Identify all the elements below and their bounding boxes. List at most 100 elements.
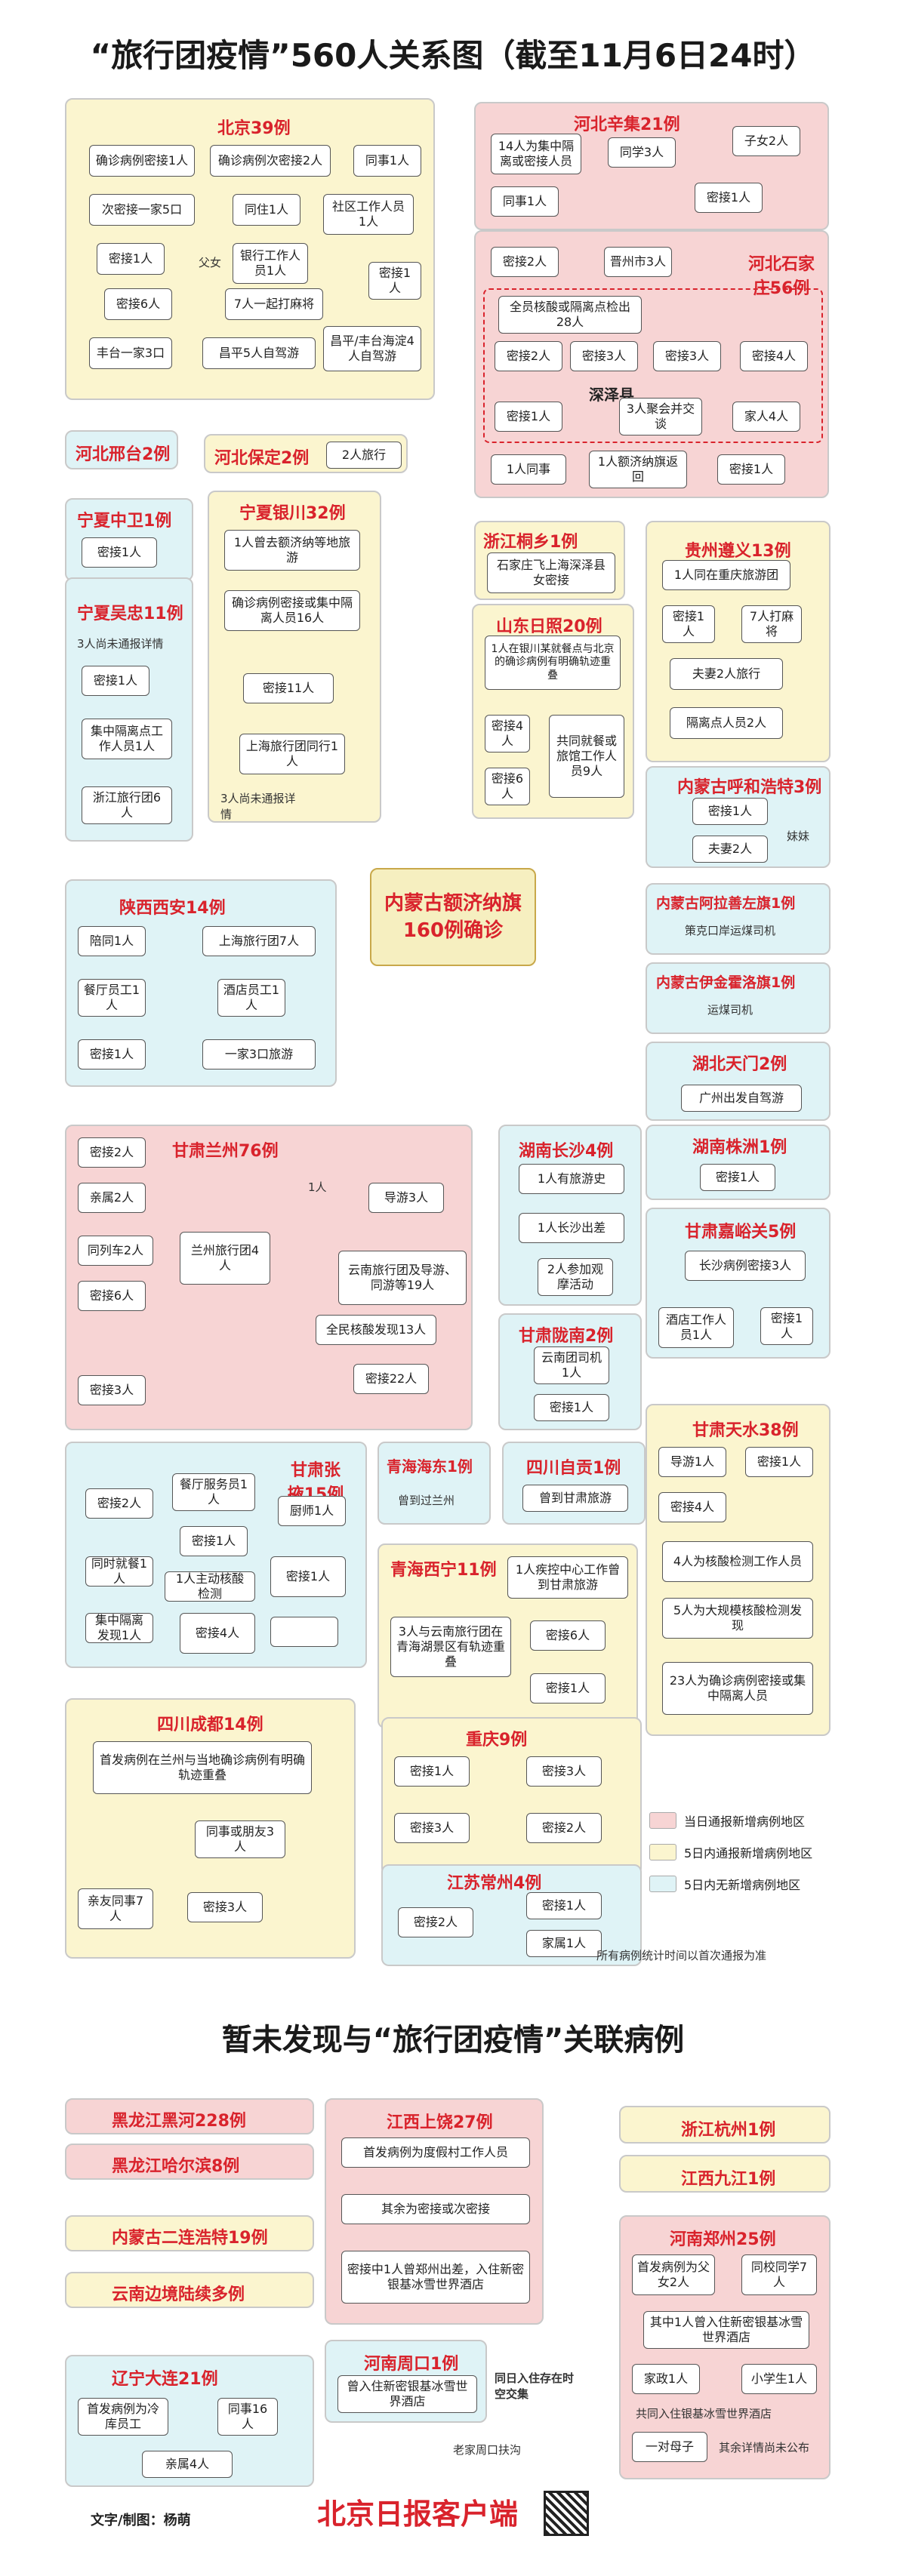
panel-title: 四川成都14例 [157,1716,263,1734]
legend-note: 所有病例统计时间以首次通报为准 [596,1949,767,1962]
note: 策克口岸运煤司机 [685,924,776,937]
node: 密接1人 [97,243,165,275]
note: 3人尚未通报详情 [77,637,164,651]
node: 子女2人 [732,126,800,156]
node: 餐厅员工1人 [78,979,146,1017]
legend: 当日通报新增病例地区 5日内通报新增病例地区 5日内无新增病例地区 [649,1811,812,1907]
node: 密接3人 [570,341,638,371]
node: 其中1人曾入住新密银基冰雪世界酒店 [643,2311,809,2349]
node: 密接3人 [78,1375,146,1405]
panel-title: 河北辛集21例 [574,115,680,134]
panel-title: 黑龙江哈尔滨8例 [112,2157,240,2176]
node: 1人曾去额济纳等地旅游 [224,530,360,571]
node: 夫妻2人旅行 [670,658,783,690]
panel-title: 贵州遵义13例 [685,542,791,561]
node: 隔离点人员2人 [670,707,783,739]
section-title: 暂未发现与“旅行团疫情”关联病例 [221,2023,685,2057]
panel-sichuan-chengdu: 四川成都14例 首发病例在兰州与当地确诊病例有明确轨迹重叠 同事或朋友3人 亲友… [65,1698,356,1959]
node: 其余为密接或次密接 [341,2194,530,2224]
panel-title: 四川自贡1例 [526,1459,621,1478]
node: 银行工作人员1人 [233,243,308,284]
node: 密接4人 [740,341,808,371]
panel-chongqing: 重庆9例 密接1人 密接3人 密接3人 密接2人 [381,1717,642,1876]
panel-title: 甘肃兰州76例 [172,1142,279,1161]
node: 同学3人 [608,137,676,168]
panel-shandong-rizhao: 山东日照20例 1人在银川某就餐点与北京的确诊病例有明确轨迹重叠 密接4人 共同… [472,604,634,819]
node: 确诊病例密接或集中隔离人员16人 [224,590,360,631]
brand-logo: 北京日报客户端 [317,2498,519,2531]
node: 夫妻2人 [692,836,768,863]
panel-qinghai-xining: 青海西宁11例 1人疾控中心工作曾到甘肃旅游 3人与云南旅行团在青海湖景区有轨迹… [378,1543,638,1728]
node: 集中隔离点工作人员1人 [82,719,172,759]
node: 晋州市3人 [604,247,672,277]
node: 密接1人 [78,1039,146,1069]
node: 23人为确诊病例密接或集中隔离人员 [662,1662,813,1715]
panel-title: 陕西西安14例 [119,899,226,918]
panel-title: 内蒙古伊金霍洛旗1例 [656,974,796,991]
node: 密接1人 [695,183,763,213]
qr-code-icon [544,2491,589,2536]
node: 密接4人 [180,1613,255,1654]
node: 密接2人 [495,341,562,371]
note: 老家周口扶沟 [453,2443,522,2457]
node: 密接1人 [717,454,785,485]
panel-ningxia-wuzhong: 宁夏吴忠11例 3人尚未通报详情 密接1人 集中隔离点工作人员1人 浙江旅行团6… [65,577,193,842]
node: 1人额济纳旗返回 [589,451,687,488]
panel-hebei-shijiazhuang: 河北石家庄56例 密接2人 晋州市3人 全员核酸或隔离点检出28人 密接2人 密… [474,230,829,498]
node: 1人有旅游史 [519,1164,624,1194]
panel-title: 甘肃嘉峪关5例 [685,1223,797,1242]
node: 首发病例为父女2人 [632,2254,715,2295]
node: 一家3口旅游 [202,1039,316,1069]
node: 一对母子 [632,2432,707,2462]
node: 密接6人 [104,288,172,320]
node: 密接1人 [180,1526,248,1556]
page-title: “旅行团疫情”560人关系图（截至11月6日24时） [90,37,816,74]
panel-hubei: 湖北天门2例 广州出发自驾游 [646,1042,830,1121]
panel-ningxia-zhongwei: 宁夏中卫1例 密接1人 [65,498,193,581]
node: 同校同学7人 [741,2254,817,2295]
node: 昌平/丰台海淀4人自驾游 [323,326,421,371]
node: 密接1人 [82,537,157,568]
node: 4人为核酸检测工作人员 [662,1541,813,1582]
node: 密接2人 [85,1488,153,1519]
node: 导游3人 [368,1183,444,1213]
node: 同列车2人 [78,1236,153,1266]
panel-title: 云南边境陆续多例 [112,2285,245,2304]
node: 上海旅行团7人 [202,926,316,956]
node: 家政1人 [632,2364,700,2394]
node: 密接1人 [394,1756,470,1787]
node: 云南旅行团及导游、同游等19人 [338,1251,467,1305]
panel-sichuan-zigong: 四川自贡1例 曾到甘肃旅游 [502,1442,646,1525]
node: 密接6人 [78,1281,146,1311]
panel-title: 湖南长沙4例 [519,1142,614,1161]
panel-henan-zhengzhou: 河南郑州25例 首发病例为父女2人 同校同学7人 其中1人曾入住新密银基冰雪世界… [619,2215,830,2479]
panel-hebei-xinji: 河北辛集21例 14人为集中隔离或密接人员 同学3人 子女2人 同事1人 密接1… [474,102,829,230]
node: 密接1人 [692,798,768,825]
node: 1人同在重庆旅游团 [662,560,790,590]
node: 2人参加观摩活动 [538,1258,613,1296]
note: 运煤司机 [707,1003,753,1017]
panel-gansu-lanzhou: 甘肃兰州76例 密接2人 亲属2人 同列车2人 密接6人 密接3人 兰州旅行团4… [65,1125,473,1430]
node: 密接22人 [353,1364,429,1394]
panel-beijing: 北京39例 确诊病例密接1人 确诊病例次密接2人 同事1人 次密接一家5口 同住… [65,98,435,400]
node [270,1617,338,1647]
edge-label: 父女 [199,256,222,269]
panel-title: 甘肃陇南2例 [519,1327,614,1346]
node: 密接2人 [491,247,559,277]
panel-heilongjiang-heihe: 黑龙江黑河228例 [65,2098,314,2134]
panel-nm-erlian: 内蒙古二连浩特19例 [65,2215,314,2251]
panel-jiangxi-jiujiang: 江西九江1例 [619,2155,830,2193]
panel-ejin-horo: 内蒙古伊金霍洛旗1例 运煤司机 [646,962,830,1034]
node: 密接1人 [662,605,715,643]
node: 确诊病例密接1人 [89,145,195,177]
node: 酒店工作人员1人 [658,1307,734,1348]
note: 3人尚未通报详情 [220,792,296,821]
shenze-region [483,288,823,443]
panel-zhejiang-hangzhou: 浙江杭州1例 [619,2106,830,2144]
node: 同时就餐1人 [85,1556,153,1587]
node: 3人聚会并交谈 [619,398,702,435]
node: 7人打麻将 [741,605,802,643]
node: 同事1人 [353,145,421,177]
panel-gansu-tianshui: 甘肃天水38例 导游1人 密接1人 密接4人 4人为核酸检测工作人员 5人为大规… [646,1404,830,1736]
edge-label: 1人 [308,1180,327,1194]
